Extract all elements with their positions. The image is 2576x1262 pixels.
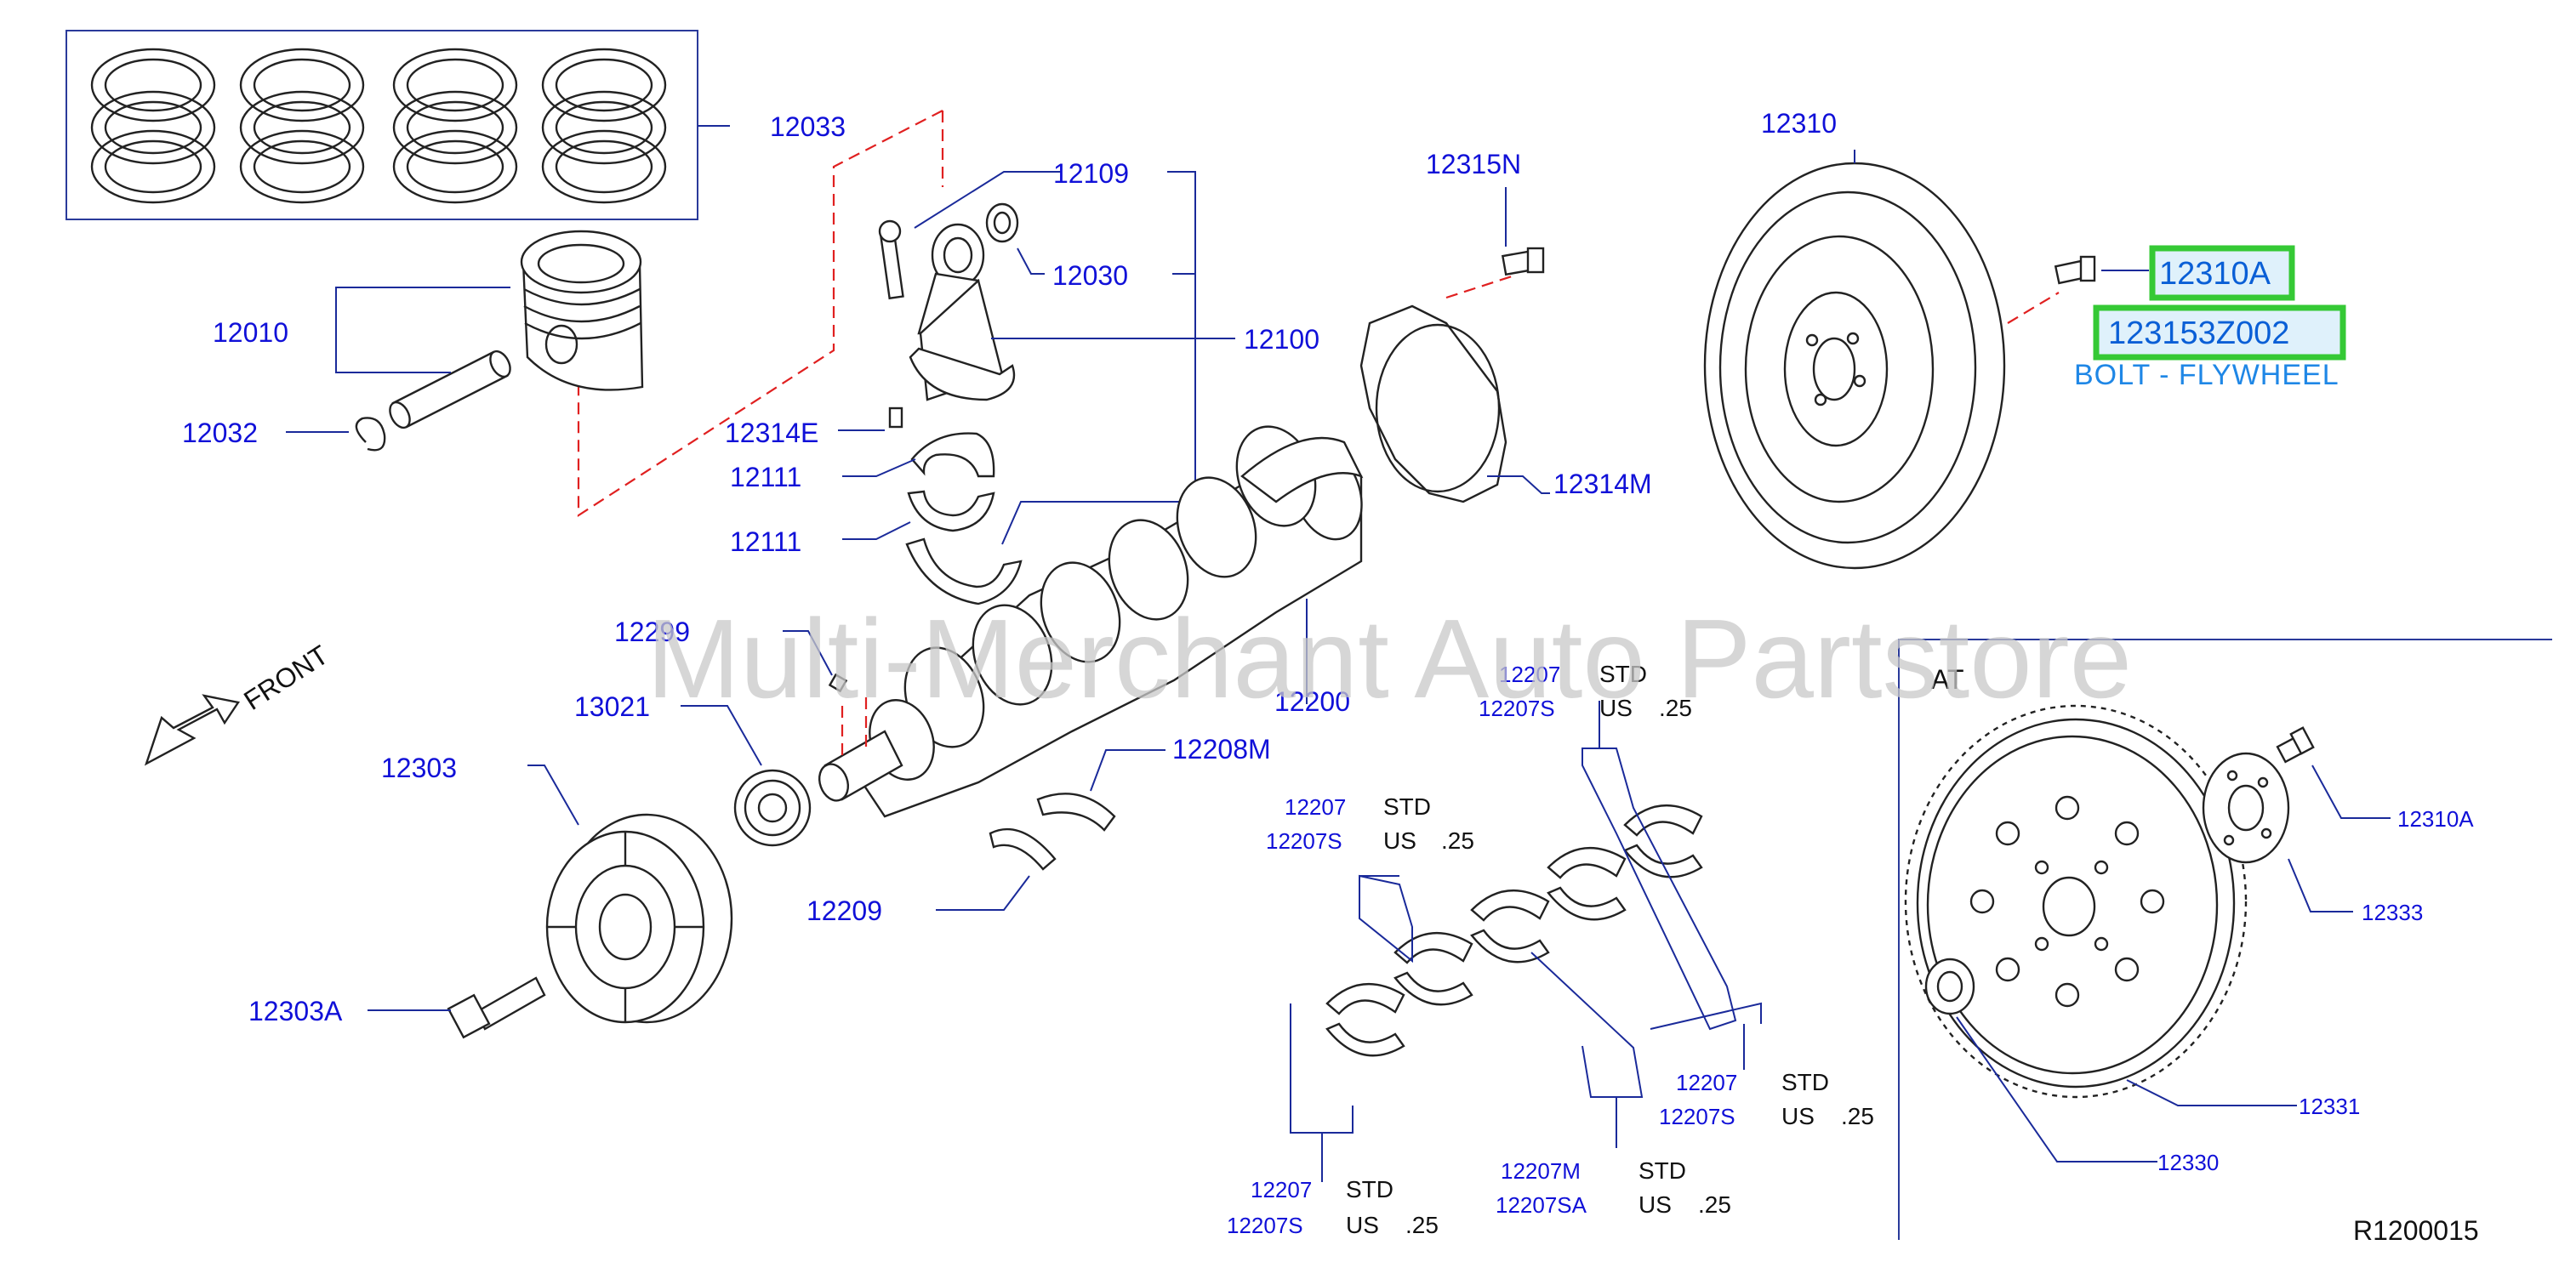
bracket-group-2 <box>1359 874 1413 964</box>
label-12303A: 12303A <box>248 996 343 1026</box>
bearing-group-3: 12207 STD 12207S US .25 <box>1479 661 1692 721</box>
bearing-group-5: 12207M STD 12207SA US .25 <box>1496 1157 1731 1218</box>
crank-pulley-drawing <box>545 813 733 1024</box>
bearing-group-4: 12207 STD 12207S US .25 <box>1659 1069 1874 1129</box>
svg-text:12207: 12207 <box>1251 1177 1312 1202</box>
flywheel-bolt-icon <box>2054 255 2096 285</box>
svg-text:12207S: 12207S <box>1479 696 1555 721</box>
svg-text:US: US <box>1383 827 1416 854</box>
label-12303: 12303 <box>381 753 457 783</box>
label-12109: 12109 <box>1053 158 1129 189</box>
svg-text:.25: .25 <box>1841 1103 1874 1129</box>
svg-text:STD: STD <box>1781 1069 1829 1095</box>
label-12111-lower: 12111 <box>730 526 801 557</box>
label-12208M: 12208M <box>1172 734 1271 765</box>
bracket-group-3 <box>1530 952 1644 1148</box>
svg-text:12207S: 12207S <box>1266 828 1342 854</box>
bracket-group-1 <box>1290 1003 1354 1182</box>
front-arrow-icon <box>144 694 240 766</box>
watermark: Multi-Merchant Auto Partstore <box>647 596 2132 721</box>
svg-text:.25: .25 <box>1405 1212 1439 1238</box>
main-bearings-drawing <box>1325 804 1703 1057</box>
spacer-ring-drawing <box>1924 958 1975 1015</box>
adapter-plate-drawing <box>2202 752 2290 864</box>
label-12209: 12209 <box>806 895 882 926</box>
svg-text:.25: .25 <box>1441 827 1474 854</box>
dowel-pin-icon <box>888 406 903 429</box>
piston-ring-set-drawing <box>90 48 667 204</box>
drive-plate-bolt-icon <box>2276 726 2315 764</box>
svg-text:12207: 12207 <box>1676 1070 1737 1095</box>
svg-text:12207M: 12207M <box>1501 1158 1581 1184</box>
flywheel-drawing <box>1703 162 2006 570</box>
label-12030: 12030 <box>1052 260 1128 291</box>
bearing-group-1: 12207 STD 12207S US .25 <box>1227 1176 1439 1238</box>
thrust-washers-drawing <box>989 793 1116 871</box>
svg-text:US: US <box>1638 1191 1672 1218</box>
label-12330: 12330 <box>2157 1150 2219 1175</box>
svg-text:STD: STD <box>1638 1157 1686 1184</box>
connecting-rod-drawing <box>878 202 1019 401</box>
bracket-group-5 <box>1650 1002 1762 1070</box>
svg-text:12207: 12207 <box>1499 662 1560 687</box>
alignment-dashes-key <box>841 697 868 757</box>
highlight-box-123153Z002 <box>2093 304 2346 361</box>
label-12111-upper: 12111 <box>730 462 801 492</box>
svg-text:12207S: 12207S <box>1227 1213 1303 1238</box>
bolt-12315N-icon <box>1501 247 1545 276</box>
crankshaft-drawing <box>818 425 1364 818</box>
bearing-group-2: 12207 STD 12207S US .25 <box>1266 793 1474 854</box>
label-12200: 12200 <box>1274 686 1350 717</box>
highlight-description: BOLT - FLYWHEEL <box>2074 359 2339 391</box>
drive-plate-drawing <box>1904 704 2248 1099</box>
svg-text:STD: STD <box>1346 1176 1393 1202</box>
svg-text:12207SA: 12207SA <box>1496 1192 1587 1218</box>
label-12333: 12333 <box>2362 900 2423 925</box>
bracket-group-4 <box>1582 701 1737 1031</box>
svg-text:.25: .25 <box>1698 1191 1731 1218</box>
highlight-box-12310A <box>2149 245 2295 301</box>
highlight-part-12310A: 12310A <box>2159 256 2271 292</box>
svg-text:US: US <box>1781 1103 1815 1129</box>
svg-text:US: US <box>1346 1212 1379 1238</box>
svg-text:US: US <box>1599 695 1633 721</box>
crank-sprocket-drawing <box>733 769 812 847</box>
svg-text:.25: .25 <box>1659 695 1692 721</box>
label-12331: 12331 <box>2299 1094 2360 1119</box>
front-label: FRONT <box>238 640 333 716</box>
label-12032: 12032 <box>182 418 258 448</box>
svg-text:STD: STD <box>1599 661 1647 687</box>
pulley-bolt-drawing <box>447 976 546 1039</box>
label-12299: 12299 <box>614 617 690 647</box>
label-12315N: 12315N <box>1426 149 1521 179</box>
label-12100: 12100 <box>1244 324 1319 355</box>
label-12010: 12010 <box>213 317 288 348</box>
at-section-frame <box>1898 639 2552 1240</box>
highlight-part-123153Z002: 123153Z002 <box>2108 316 2289 351</box>
woodruff-key-icon <box>828 673 848 693</box>
rear-plate-drawing <box>1359 304 1507 503</box>
label-12033: 12033 <box>770 111 846 142</box>
svg-text:12207: 12207 <box>1285 794 1346 820</box>
label-13021: 13021 <box>574 691 650 722</box>
rod-bearings-drawing <box>905 432 1023 605</box>
diagram-code: R1200015 <box>2353 1215 2479 1246</box>
svg-text:STD: STD <box>1383 793 1431 820</box>
label-12314M: 12314M <box>1553 469 1652 499</box>
label-12314E: 12314E <box>725 418 818 448</box>
piston-drawing <box>355 230 644 452</box>
at-label: AT <box>1931 664 1964 695</box>
alignment-dashes-piston <box>577 110 944 518</box>
label-12310A-at: 12310A <box>2397 806 2474 832</box>
svg-text:12207S: 12207S <box>1659 1104 1735 1129</box>
label-12310: 12310 <box>1761 108 1837 139</box>
